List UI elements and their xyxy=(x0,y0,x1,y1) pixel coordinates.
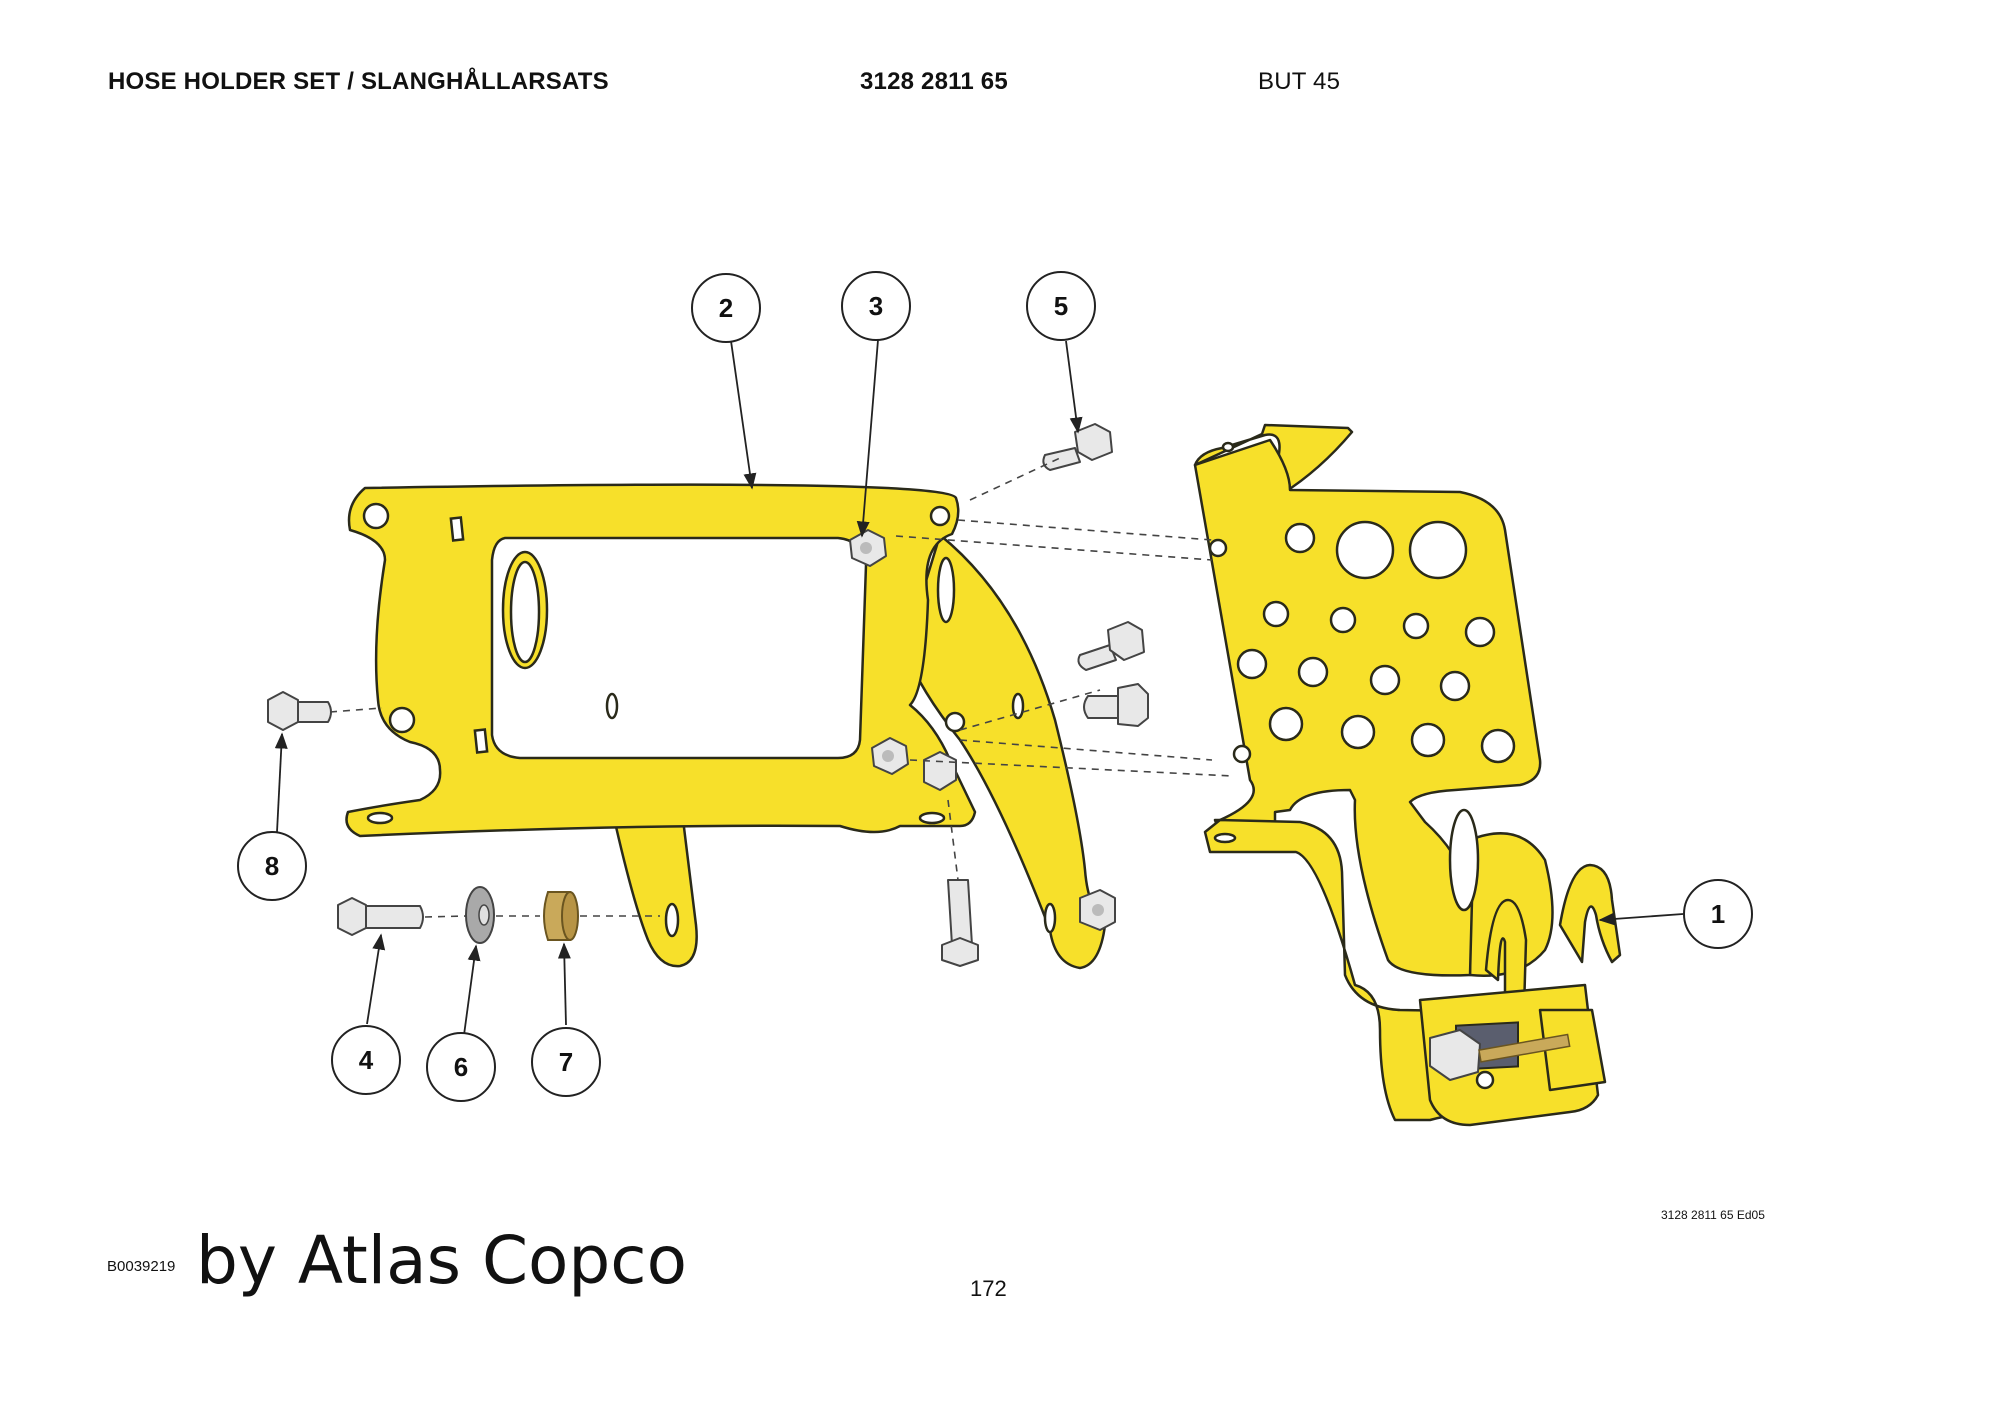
callout-label: 8 xyxy=(265,851,279,881)
page-number: 172 xyxy=(970,1276,1007,1301)
callout-1: 1 xyxy=(1683,879,1753,949)
callout-label: 6 xyxy=(454,1052,468,1082)
callouts: 1 2 3 4 5 6 7 8 xyxy=(237,271,1753,1102)
callout-6: 6 xyxy=(426,1032,496,1102)
callout-7: 7 xyxy=(531,1027,601,1097)
callout-5: 5 xyxy=(1026,271,1096,341)
brand-text: by Atlas Copco xyxy=(196,1222,687,1299)
callout-label: 7 xyxy=(559,1047,573,1077)
machine-model: BUT 45 xyxy=(1258,68,1341,95)
callout-label: 3 xyxy=(869,291,883,321)
callout-8: 8 xyxy=(237,831,307,901)
hose-holder-plate xyxy=(1193,423,1622,1127)
callout-4: 4 xyxy=(331,1025,401,1095)
assembly-lines xyxy=(329,457,1233,918)
document-id: B0039219 xyxy=(107,1258,176,1275)
drawing-reference: 3128 2811 65 Ed05 xyxy=(1661,1208,1765,1222)
hardware xyxy=(267,423,1149,967)
callout-label: 2 xyxy=(719,293,733,323)
callout-label: 4 xyxy=(359,1045,374,1075)
part-number: 3128 2811 65 xyxy=(860,68,1008,95)
frame-bracket xyxy=(345,483,1107,970)
callout-3: 3 xyxy=(841,271,911,341)
callout-label: 5 xyxy=(1054,291,1068,321)
page-title: HOSE HOLDER SET / SLANGHÅLLARSATS xyxy=(108,68,609,95)
callout-label: 1 xyxy=(1711,899,1725,929)
callout-2: 2 xyxy=(691,273,761,343)
